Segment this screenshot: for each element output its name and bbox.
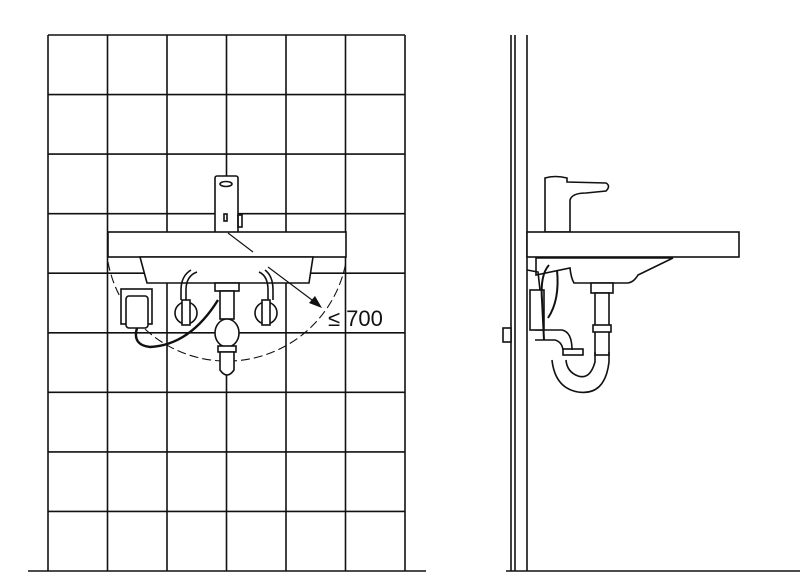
front-view: ≤ 700 [28,34,426,572]
wall-socket [502,327,512,343]
washbasin [107,231,347,284]
siphon-trap [535,282,614,394]
side-view [502,35,800,572]
dimension-label: ≤ 700 [328,306,383,331]
power-supply [120,288,220,349]
angle-valve-right [254,269,278,326]
dimension-arrow [267,266,322,308]
faucet-side [544,175,610,233]
washbasin-side [526,231,740,258]
sensor-faucet [214,175,243,234]
power-cable [134,299,220,349]
angle-valve-left [174,269,198,326]
drain-pipe [214,282,240,376]
control-unit-side [526,264,559,341]
